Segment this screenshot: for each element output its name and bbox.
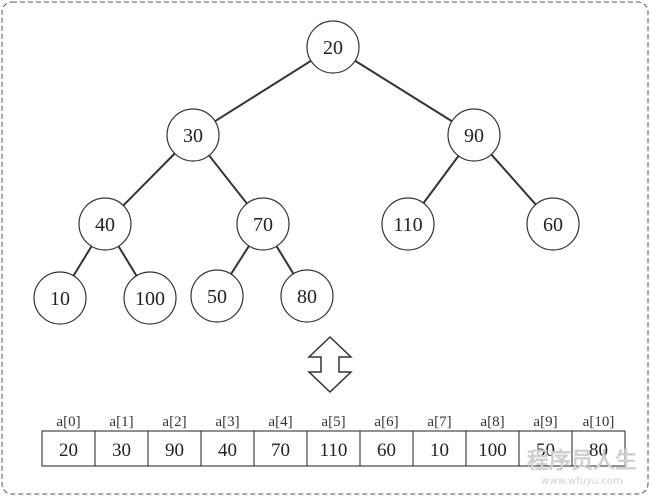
tree-node-circle — [78, 197, 132, 251]
array-index-label: a[6] — [374, 414, 398, 430]
tree-node-label: 20 — [323, 37, 343, 59]
array-cell — [359, 430, 414, 467]
tree-node-label: 50 — [207, 286, 227, 308]
tree-edge — [72, 245, 93, 277]
array-cell — [200, 430, 255, 467]
array-cell — [412, 430, 467, 467]
array-cell-value: 60 — [377, 440, 396, 461]
array-cell — [465, 430, 520, 467]
tree-node: 50 — [190, 269, 244, 323]
tree-node: 110 — [381, 197, 435, 251]
array-index-label: a[3] — [215, 414, 239, 430]
array-index-label: a[9] — [533, 414, 557, 430]
tree-node-label: 80 — [297, 286, 317, 308]
tree-node: 90 — [447, 108, 501, 162]
tree-node-circle — [280, 269, 334, 323]
array-cell — [94, 430, 149, 467]
array-cell-value: 10 — [430, 440, 449, 461]
tree-node-label: 60 — [543, 214, 563, 236]
tree-edge — [490, 153, 537, 206]
array-cell — [571, 430, 626, 467]
tree-node: 70 — [236, 197, 290, 251]
tree-node-label: 90 — [464, 125, 484, 147]
tree-node: 100 — [123, 271, 177, 325]
tree-node-label: 70 — [253, 214, 273, 236]
array-cell-value: 90 — [165, 440, 184, 461]
array-row: a[0] 20 a[1] 30 a[2] 90 a[3] 40 a[4] 70 a[5] 110 a[6… — [41, 414, 626, 467]
tree-edges — [72, 59, 537, 277]
array-cell-value: 40 — [218, 440, 237, 461]
array-index-label: a[5] — [321, 414, 345, 430]
tree-node-circle — [166, 108, 220, 162]
tree-edge — [354, 59, 453, 123]
array-index-label: a[1] — [109, 414, 133, 430]
tree-node-circle — [526, 197, 580, 251]
tree-edge — [214, 59, 312, 123]
tree-node: 20 — [306, 20, 360, 74]
tree-edge — [208, 154, 248, 205]
tree-edge — [422, 155, 460, 204]
array-cell-value: 80 — [589, 440, 608, 461]
array-cell-value: 20 — [59, 440, 78, 461]
tree-node-circle — [306, 20, 360, 74]
array-cell — [306, 430, 361, 467]
array-cell-value: 70 — [271, 440, 290, 461]
tree-node-circle — [381, 197, 435, 251]
tree-node: 40 — [78, 197, 132, 251]
tree-edge — [275, 245, 295, 275]
tree-node-circle — [123, 271, 177, 325]
tree-node-label: 100 — [135, 288, 165, 310]
tree-node: 30 — [166, 108, 220, 162]
tree-node: 80 — [280, 269, 334, 323]
array-cell — [253, 430, 308, 467]
array-index-label: a[8] — [480, 414, 504, 430]
array-cell-value: 30 — [112, 440, 131, 461]
array-index-label: a[4] — [268, 414, 292, 430]
tree-nodes: 20 30 90 40 70 110 60 10 100 50 80 — [33, 20, 580, 325]
double-arrow-icon — [307, 335, 353, 394]
tree-node-circle — [447, 108, 501, 162]
array-index-label: a[2] — [162, 414, 186, 430]
tree-node: 60 — [526, 197, 580, 251]
watermark-text: 程序员人生 — [527, 448, 637, 474]
tree-node-circle — [190, 269, 244, 323]
tree-node-circle — [33, 271, 87, 325]
array-cell-value: 110 — [320, 440, 348, 461]
array-index-label: a[10] — [583, 414, 615, 430]
array-cell-value: 50 — [536, 440, 555, 461]
watermark: 程序员人生 www.wfuyu.com — [527, 448, 637, 487]
tree-edge — [122, 152, 176, 207]
array-index-label: a[0] — [56, 414, 80, 430]
tree-node-label: 40 — [95, 214, 115, 236]
array-index-label: a[7] — [427, 414, 451, 430]
tree-edge — [117, 245, 138, 277]
tree-node: 10 — [33, 271, 87, 325]
watermark-url: www.wfuyu.com — [541, 476, 623, 487]
array-cell — [147, 430, 202, 467]
array-cell — [518, 430, 573, 467]
tree-node-circle — [236, 197, 290, 251]
array-cell-value: 100 — [478, 440, 507, 461]
tree-node-label: 30 — [183, 125, 203, 147]
tree-edge — [230, 245, 250, 275]
tree-node-label: 110 — [393, 214, 422, 236]
tree-node-label: 10 — [50, 288, 70, 310]
